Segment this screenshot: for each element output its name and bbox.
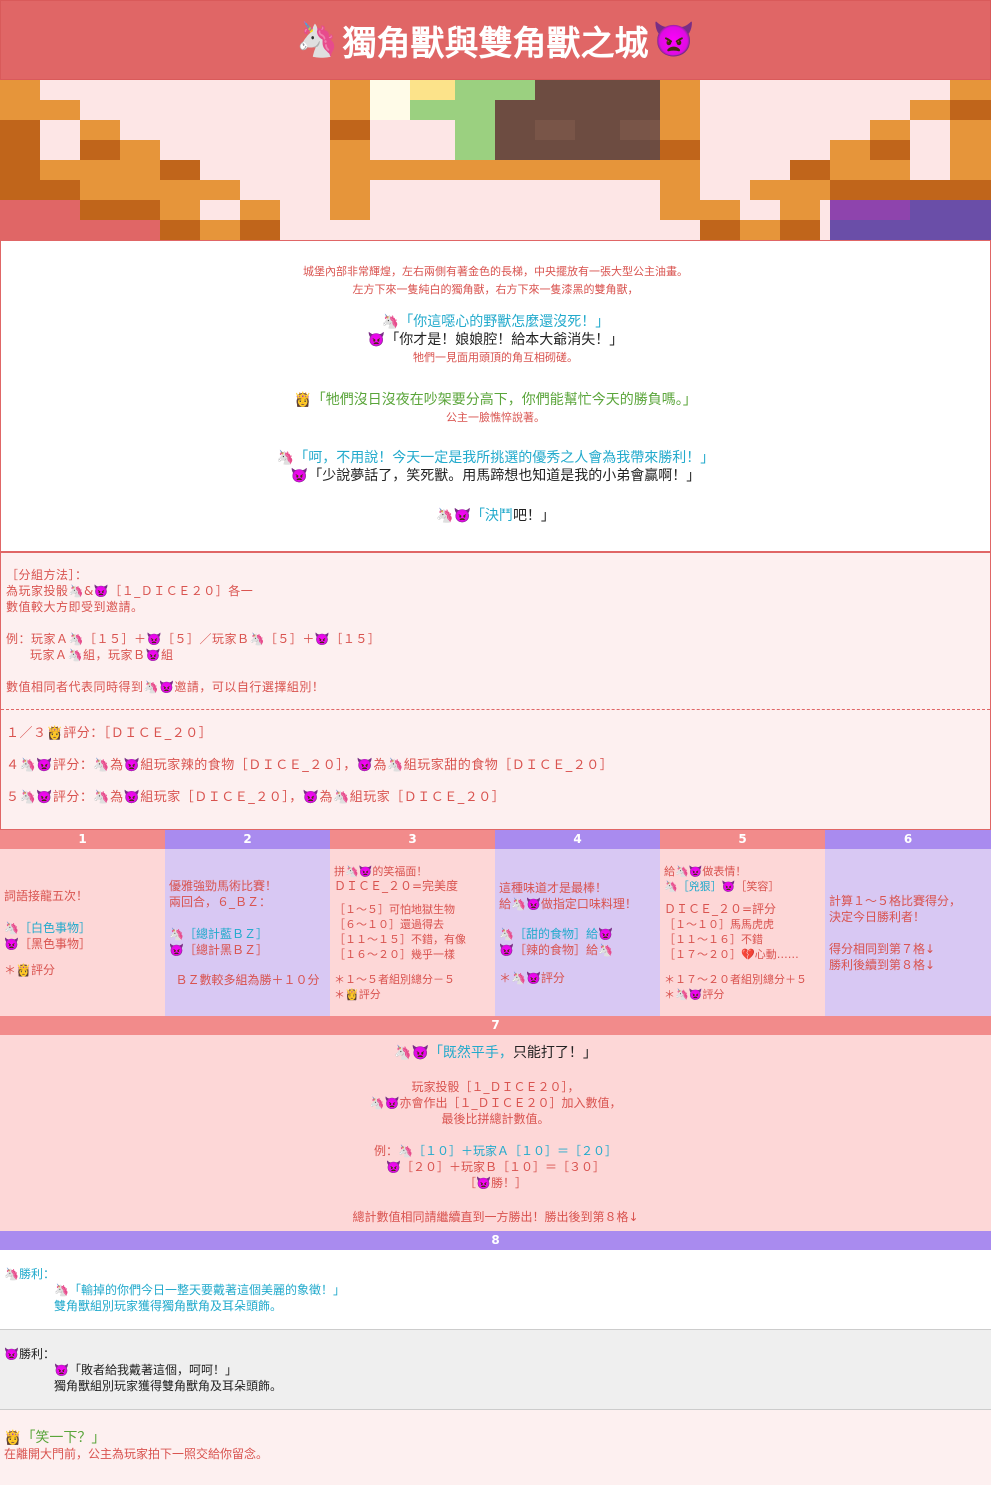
duel-quote: 「決鬥 <box>470 508 513 524</box>
unicorn-quote: 「你這噁心的野獸怎麼還沒死！」 <box>399 314 610 330</box>
devil-icon: 👿 <box>476 1176 491 1190</box>
devil-icon: 👿 <box>499 942 514 957</box>
unicorn-win-block: 🦄勝利： 🦄「輸掉的你們今日一整天要戴著這個美麗的象徵！」 雙角獸組別玩家獲得獨… <box>0 1250 991 1330</box>
photo-block: 👸「笑一下？」 在離開大門前，公主為玩家拍下一照交給你留念。 <box>0 1410 991 1485</box>
devil-icon: 👿 <box>158 680 175 694</box>
devil-icon: 👿 <box>386 1160 401 1174</box>
story-line: 城堡內部非常輝煌，左右兩側有著金色的長梯，中央擺放有一張大型公主油畫。 <box>303 265 688 278</box>
unicorn-icon: 🦄 <box>664 879 678 893</box>
unicorn-icon: 🦄 <box>511 970 526 985</box>
unicorn-icon: 🦄 <box>333 790 350 805</box>
princess-quote: 「牠們沒日沒夜在吵架要分高下，你們能幫忙今天的勝負嗎。」 <box>311 392 697 408</box>
devil-icon: 👿 <box>145 648 161 662</box>
unicorn-icon: 🦄 <box>398 1144 413 1158</box>
unicorn-icon: 🦄 <box>143 680 159 694</box>
unicorn-icon: 🦄 <box>511 896 526 911</box>
devil-icon: 👿 <box>4 936 19 951</box>
princess-icon: 👸 <box>345 987 359 1001</box>
rules-section: ［分組方法］： 為玩家投骰🦄&👿［１_ＤＩＣＥ２０］各一 數值較大方即受到邀請。… <box>0 552 991 830</box>
princess-icon: 👸 <box>16 962 31 977</box>
unicorn-icon: 🦄 <box>675 987 689 1001</box>
page-title: 🦄 獨角獸與雙角獸之城 👿 <box>0 0 991 80</box>
stage-1: 1 詞語接龍五次！ 🦄［白色事物］ 👿［黑色事物］ ＊👸評分 <box>0 830 165 1016</box>
unicorn-icon: 🦄 <box>345 864 359 878</box>
princess-icon: 👸 <box>294 392 312 408</box>
stage-6: 6 計算１～５格比賽得分， 決定今日勝利者！ 得分相同到第７格↓ 勝利後續到第８… <box>825 830 991 1016</box>
story-line: 公主一臉憔悴說著。 <box>446 411 545 424</box>
devil-icon: 👿 <box>721 879 736 893</box>
devil-icon: 👿 <box>652 20 695 60</box>
pixel-art-banner <box>0 80 991 240</box>
devil-icon: 👿 <box>314 632 331 646</box>
unicorn-icon: 🦄 <box>19 790 37 805</box>
story-line: 牠們一見面用頭頂的角互相砌磋。 <box>413 351 578 364</box>
unicorn-icon: 🦄 <box>93 758 111 773</box>
unicorn-icon: 🦄 <box>68 632 84 646</box>
divider <box>1 709 990 710</box>
devil-icon: 👿 <box>688 987 703 1001</box>
unicorn-icon: 🦄 <box>67 648 83 662</box>
devil-icon: 👿 <box>169 942 184 957</box>
unicorn-icon: 🦄 <box>249 632 265 646</box>
devil-quote: 「少說夢話了，笑死獸。用馬蹄想也知道是我的小弟會贏啊！」 <box>308 468 701 484</box>
devil-icon: 👿 <box>123 790 141 805</box>
devil-icon: 👿 <box>367 332 386 348</box>
unicorn-icon: 🦄 <box>68 584 84 598</box>
devil-icon: 👿 <box>384 1096 400 1110</box>
unicorn-icon: 🦄 <box>19 758 37 773</box>
devil-icon: 👿 <box>302 790 320 805</box>
title-text: 獨角獸與雙角獸之城 <box>342 23 649 64</box>
unicorn-icon: 🦄 <box>597 942 613 957</box>
princess-icon: 👸 <box>46 726 64 741</box>
duel-quote-end: 吧！」 <box>512 508 555 524</box>
devil-icon: 👿 <box>525 970 541 985</box>
story-line: 左方下來一隻純白的獨角獸，右方下來一隻漆黑的雙角獸， <box>352 283 639 296</box>
unicorn-icon: 🦄 <box>4 920 19 935</box>
stage-7-header: 7 <box>0 1016 991 1035</box>
unicorn-icon: 🦄 <box>675 864 689 878</box>
princess-icon: 👸 <box>4 1430 22 1446</box>
stage-7: 🦄👿「既然平手，只能打了！」 玩家投骰［１_ＤＩＣＥ２０］， 🦄👿亦會作出［１_… <box>0 1035 991 1231</box>
devil-icon: 👿 <box>688 864 703 878</box>
devil-quote: 「你才是！娘娘腔！給本大爺消失！」 <box>385 332 624 348</box>
stage-5: 5 給🦄👿做表情！ 🦄［兇狠］👿［笑容］ ＤＩＣＥ_２０=評分 ［１～１０］馬馬… <box>660 830 825 1016</box>
stage-3: 3 拼🦄👿的笑福面！ ＤＩＣＥ_２０=完美度 ［１～５］可怕地獄生物 ［６～１０… <box>330 830 495 1016</box>
unicorn-icon: 🦄 <box>296 20 339 60</box>
unicorn-icon: 🦄 <box>369 1096 385 1110</box>
devil-icon: 👿 <box>36 758 53 773</box>
devil-icon: 👿 <box>36 790 53 805</box>
devil-icon: 👿 <box>597 926 613 941</box>
devil-icon: 👿 <box>4 1347 19 1361</box>
stage-4: 4 這種味道才是最棒！ 給🦄👿做指定口味料理！ 🦄［甜的食物］給👿 👿［辣的食物… <box>495 830 660 1016</box>
devil-icon: 👿 <box>453 508 471 524</box>
devil-icon: 👿 <box>123 758 141 773</box>
unicorn-quote: 「呵，不用說！今天一定是我所挑選的優秀之人會為我帶來勝利！」 <box>294 450 715 466</box>
unicorn-icon: 🦄 <box>499 926 514 941</box>
stage-8-header: 8 <box>0 1231 991 1250</box>
heart-icon: 💔 <box>741 947 755 961</box>
unicorn-icon: 🦄 <box>169 926 184 941</box>
story-section: 城堡內部非常輝煌，左右兩側有著金色的長梯，中央擺放有一張大型公主油畫。 左方下來… <box>0 240 991 552</box>
devil-icon: 👿 <box>411 1045 429 1061</box>
devil-icon: 👿 <box>290 468 309 484</box>
unicorn-icon: 🦄 <box>381 314 400 330</box>
devil-icon: 👿 <box>525 896 541 911</box>
unicorn-icon: 🦄 <box>276 450 295 466</box>
devil-icon: 👿 <box>146 632 162 646</box>
devil-icon: 👿 <box>356 758 374 773</box>
unicorn-icon: 🦄 <box>387 758 404 773</box>
devil-icon: 👿 <box>358 864 373 878</box>
stage-grid: 1 詞語接龍五次！ 🦄［白色事物］ 👿［黑色事物］ ＊👸評分 2 優雅強勁馬術比… <box>0 830 991 1016</box>
unicorn-icon: 🦄 <box>54 1283 69 1297</box>
stage-2: 2 優雅強勁馬術比賽！ 兩回合，６_ＢＺ： 🦄［總計藍ＢＺ］ 👿［總計黑ＢＺ］ … <box>165 830 330 1016</box>
devil-icon: 👿 <box>54 1363 69 1377</box>
unicorn-icon: 🦄 <box>394 1045 412 1061</box>
devil-win-block: 👿勝利： 👿「敗者給我戴著這個，呵呵！」 獨角獸組別玩家獲得雙角獸角及耳朵頭飾。 <box>0 1330 991 1410</box>
rules-heading: ［分組方法］： <box>6 568 88 582</box>
unicorn-icon: 🦄 <box>436 508 454 524</box>
unicorn-icon: 🦄 <box>93 790 111 805</box>
devil-icon: 👿 <box>93 584 110 598</box>
unicorn-icon: 🦄 <box>4 1267 19 1281</box>
